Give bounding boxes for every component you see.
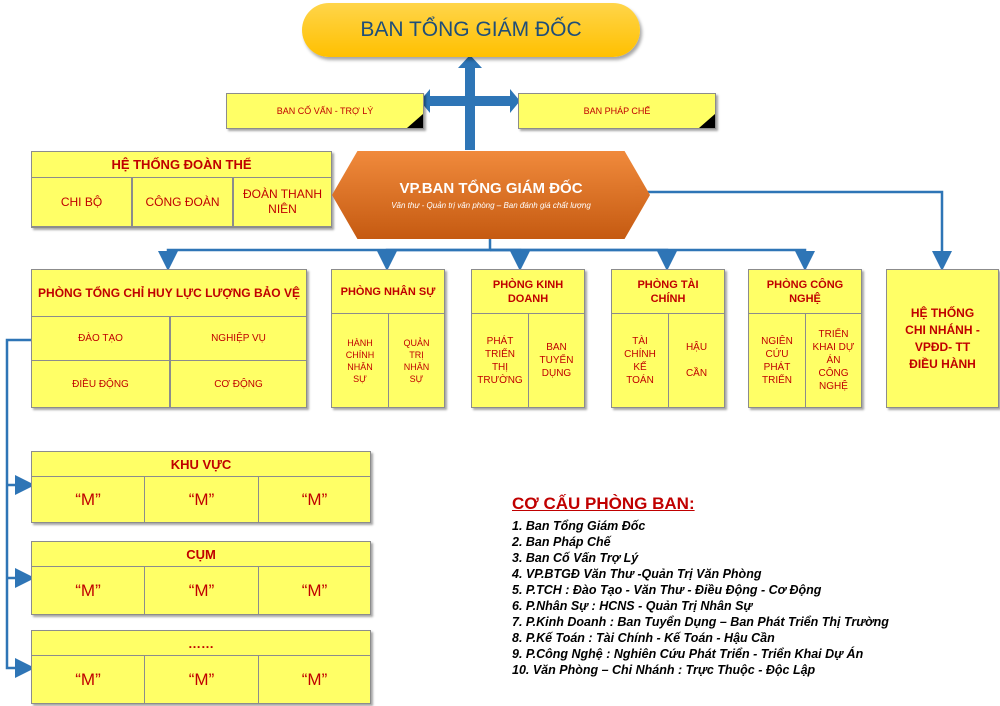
union-item-youth: ĐOÀN THANH NIÊN [233,178,331,227]
legend-list: 1. Ban Tổng Giám Đốc 2. Ban Pháp Chế 3. Ba… [512,518,992,678]
legend: CƠ CẤU PHÒNG BAN: 1. Ban Tổng Giám Đốc 2.… [512,494,992,684]
branch-title: HỆ THỐNG CHI NHÁNH -VPĐD- TT ĐIỀU HÀNH [905,305,980,371]
security-dept: PHÒNG TỔNG CHỈ HUY LỰC LƯỢNG BẢO VỆ ĐÀO … [31,269,307,408]
hr-title: PHÒNG NHÂN SỰ [332,270,444,314]
corner-fold-icon [407,114,423,128]
region-member: “M” [145,477,259,522]
legend-item: 10. Văn Phòng – Chi Nhánh : Trực Thuộc -… [512,663,816,677]
union-item-trade-union: CÔNG ĐOÀN [132,178,233,227]
office-title: VP.BAN TỔNG GIÁM ĐỐC [399,180,583,197]
more-box: …… “M” “M” “M” [31,630,371,704]
more-member: “M” [301,669,328,689]
finance-dept: PHÒNG TÀI CHÍNH TÀI CHÍNH KẾ TOÁN HẬU CẦ… [611,269,725,408]
hr-item-admin: HÀNH CHÍNH NHÂN SỰ [332,314,389,407]
legend-item: 4. VP.BTGĐ Văn Thư -Quản Trị Văn Phòng [512,567,762,581]
tech-title: PHÒNG CÔNG NGHỆ [749,270,861,314]
legend-item: 5. P.TCH : Đào Tạo - Văn Thư - Điều Động… [512,583,822,597]
finance-item-logistics: HẬU CẦN [685,341,708,379]
union-box: HỆ THỐNG ĐOÀN THỂ CHI BỘ CÔNG ĐOÀN ĐOÀN … [31,151,332,228]
legend-item: 1. Ban Tổng Giám Đốc [512,519,646,533]
business-item-recruit: BAN TUYỂN DỤNG [539,342,574,379]
hr-item-management: QUẢN TRỊ NHÂN SỰ [403,337,430,384]
union-title: HỆ THỐNG ĐOÀN THỂ [32,152,331,178]
security-item-dispatch: ĐIỀU ĐỘNG [32,361,170,407]
security-item-training: ĐÀO TẠO [32,317,170,361]
legend-item: 8. P.Kế Toán : Tài Chính - Kế Toán - Hậu… [512,631,775,645]
business-title: PHÒNG KINH DOANH [472,270,584,314]
legend-item: 6. P.Nhân Sự : HCNS - Quản Trị Nhân Sự [512,599,753,613]
advisor-label: BAN CỐ VẤN - TRỢ LÝ [276,106,374,116]
cluster-member: “M” [32,567,145,614]
tech-item-research: NGIÊN CỨU PHÁT TRIỂN [749,314,806,407]
ceo-box: BAN TỔNG GIÁM ĐỐC [302,3,640,57]
finance-title: PHÒNG TÀI CHÍNH [612,270,724,314]
business-item-market: PHÁT TRIỂN THỊ TRƯỜNG [472,314,529,407]
legal-label: BAN PHÁP CHẾ [583,106,651,116]
cluster-title: CỤM [32,542,370,567]
office-subtitle: Văn thư - Quản trị văn phòng – Ban đánh … [391,201,591,210]
legend-item: 3. Ban Cố Vấn Trợ Lý [512,551,639,565]
advisor-box: BAN CỐ VẤN - TRỢ LÝ [226,93,424,129]
security-item-mobile: CƠ ĐỘNG [170,361,306,407]
office-box: VP.BAN TỔNG GIÁM ĐỐC Văn thư - Quản trị … [332,151,650,239]
tech-item-deploy: TRIỂN KHAI DỰ ÁN CÔNG NGHỆ [812,329,855,392]
region-box: KHU VỰC “M” “M” “M” [31,451,371,523]
union-item-party: CHI BỘ [32,178,132,227]
legend-item: 7. P.Kinh Doanh : Ban Tuyển Dụng – Ban P… [512,615,889,629]
cluster-member: “M” [301,580,328,600]
more-member: “M” [32,656,145,703]
security-item-operations: NGHIỆP VỤ [170,317,306,361]
legal-box: BAN PHÁP CHẾ [518,93,716,129]
tech-dept: PHÒNG CÔNG NGHỆ NGIÊN CỨU PHÁT TRIỂN TRI… [748,269,862,408]
legend-item: 9. P.Công Nghệ : Nghiên Cứu Phát Triển -… [512,647,864,661]
cluster-box: CỤM “M” “M” “M” [31,541,371,615]
more-title: …… [32,631,370,656]
business-dept: PHÒNG KINH DOANH PHÁT TRIỂN THỊ TRƯỜNG B… [471,269,585,408]
cross-connector [420,55,520,150]
legend-item: 2. Ban Pháp Chế [512,535,611,549]
corner-fold-icon [699,114,715,128]
region-member: “M” [301,489,328,509]
legend-title: CƠ CẤU PHÒNG BAN: [512,494,695,513]
more-member: “M” [145,656,259,703]
region-member: “M” [32,477,145,522]
region-title: KHU VỰC [32,452,370,477]
ceo-title: BAN TỔNG GIÁM ĐỐC [360,18,582,41]
cluster-member: “M” [145,567,259,614]
finance-item-accounting: TÀI CHÍNH KẾ TOÁN [612,314,669,407]
branch-box: HỆ THỐNG CHI NHÁNH -VPĐD- TT ĐIỀU HÀNH [886,269,999,408]
hr-dept: PHÒNG NHÂN SỰ HÀNH CHÍNH NHÂN SỰ QUẢN TR… [331,269,445,408]
security-title: PHÒNG TỔNG CHỈ HUY LỰC LƯỢNG BẢO VỆ [32,270,306,317]
